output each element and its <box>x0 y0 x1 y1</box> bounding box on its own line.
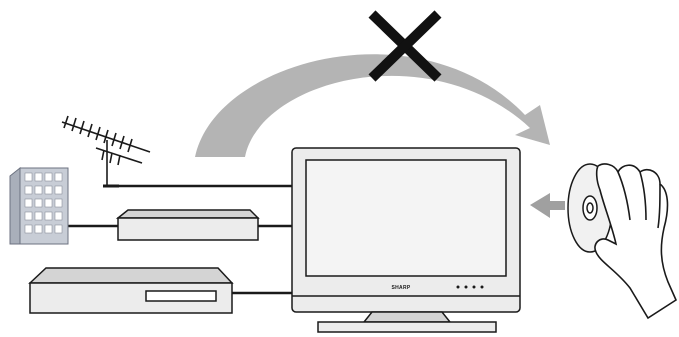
tv-brand-label: SHARP <box>391 285 410 291</box>
antenna-icon <box>62 116 150 186</box>
set-top-box-icon <box>118 210 258 240</box>
curved-arrow <box>195 54 550 157</box>
insert-arrow-icon <box>530 193 565 218</box>
hand-icon <box>595 164 676 318</box>
television-icon <box>292 148 520 332</box>
tv-screen <box>306 160 506 276</box>
building-icon <box>10 168 68 244</box>
recorder-icon <box>30 268 232 313</box>
